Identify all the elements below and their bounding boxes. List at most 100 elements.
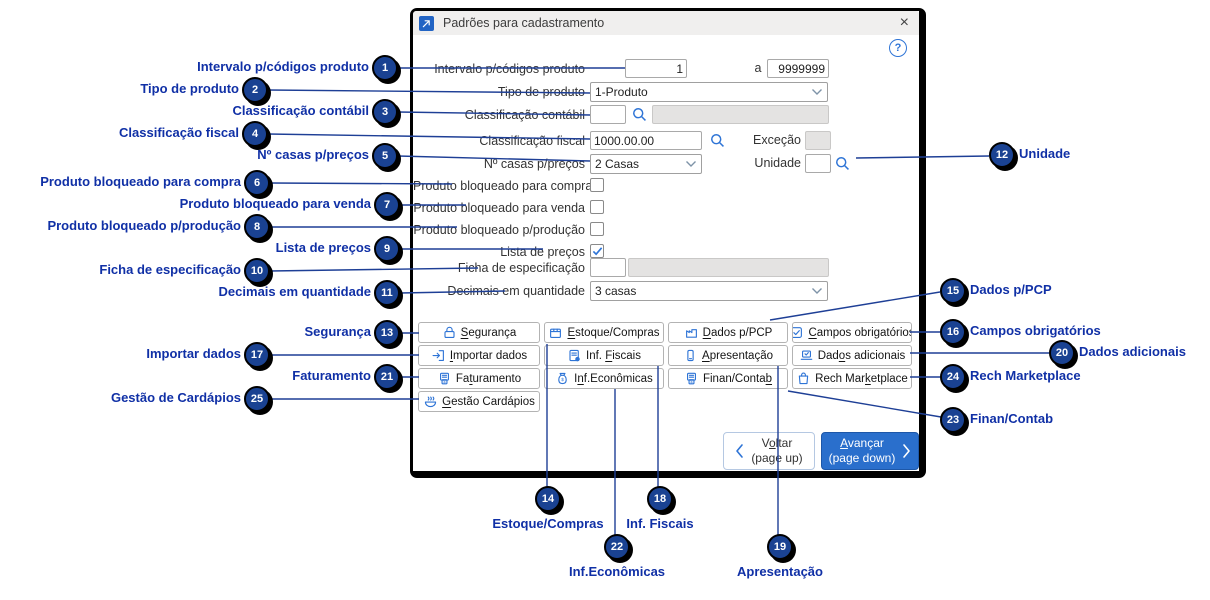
dados-adicionais-button[interactable]: Dados adicionais — [792, 345, 912, 366]
unidade-label: Unidade — [754, 156, 801, 170]
annotation-badge-21: 21 — [374, 364, 400, 390]
button-label: Dados adicionais — [817, 349, 906, 362]
bloqueado-venda-checkbox[interactable] — [590, 200, 604, 214]
button-label: Inf. Fiscais — [586, 349, 641, 362]
inf-fiscais-button[interactable]: Inf. Fiscais — [544, 345, 664, 366]
button-label: Finan/Contab — [702, 372, 773, 385]
annotation-label-10: Ficha de especificação — [99, 262, 241, 277]
inf-economicas-button[interactable]: $Inf.Econômicas — [544, 368, 664, 389]
close-icon[interactable]: × — [899, 14, 909, 31]
annotation-label-8: Produto bloqueado p/produção — [47, 218, 241, 233]
annotation-badge-24: 24 — [940, 364, 966, 390]
help-icon[interactable]: ? — [889, 39, 907, 57]
campos-obrigatorios-button[interactable]: Campos obrigatórios — [792, 322, 912, 343]
check-icon — [592, 247, 602, 256]
unidade-input[interactable] — [805, 154, 831, 173]
annotation-badge-6: 6 — [244, 170, 270, 196]
intervalo-to-input[interactable] — [767, 59, 829, 78]
annotation-label-3: Classificação contábil — [232, 103, 369, 118]
chevron-left-icon — [736, 444, 744, 458]
annotation-badge-3: 3 — [372, 99, 398, 125]
annotation-label-21: Faturamento — [292, 368, 371, 383]
decimais-quantidade-select[interactable]: 3 casas — [590, 281, 828, 301]
ficha-desc-input — [628, 258, 829, 277]
intervalo-row: Intervalo p/códigos produto a — [413, 59, 919, 79]
annotation-badge-10: 10 — [244, 258, 270, 284]
chevron-down-icon — [812, 89, 822, 95]
search-icon[interactable] — [631, 106, 648, 123]
classificacao-fiscal-row: Classificação fiscal Exceção — [413, 131, 919, 151]
import-icon — [431, 348, 446, 363]
seguranca-button[interactable]: Segurança — [418, 322, 540, 343]
annotation-badge-18: 18 — [647, 486, 673, 512]
annotation-label-2: Tipo de produto — [140, 81, 239, 96]
apresentacao-button[interactable]: Apresentação — [668, 345, 788, 366]
casas-precos-select[interactable]: 2 Casas — [590, 154, 702, 174]
gestao-cardapios-button[interactable]: Gestão Cardápios — [418, 391, 540, 412]
bloqueado-producao-label: Produto bloqueado p/produção — [413, 223, 585, 237]
avancar-sublabel: (page down) — [828, 451, 896, 465]
laptop-icon — [799, 348, 814, 363]
annotation-label-20: Dados adicionais — [1079, 344, 1186, 359]
annotation-badge-5: 5 — [372, 143, 398, 169]
classificacao-contabil-code-input[interactable] — [590, 105, 626, 124]
annotation-label-13: Segurança — [304, 324, 371, 339]
button-label: Gestão Cardápios — [442, 395, 535, 408]
annotation-badge-4: 4 — [242, 121, 268, 147]
annotation-badge-2: 2 — [242, 77, 268, 103]
ficha-especificacao-row: Ficha de especificação — [413, 258, 919, 278]
excecao-label: Exceção — [753, 133, 801, 147]
lista-precos-label: Lista de preços — [500, 245, 585, 259]
annotation-label-25: Gestão de Cardápios — [110, 390, 241, 405]
estoque-compras-button[interactable]: Estoque/Compras — [544, 322, 664, 343]
button-label: Faturamento — [455, 372, 522, 385]
button-label: Campos obrigatórios — [808, 326, 912, 339]
classificacao-contabil-label: Classificação contábil — [464, 108, 585, 122]
ficha-especificacao-label: Ficha de especificação — [457, 261, 585, 275]
bloqueado-compra-row: Produto bloqueado para compra — [413, 176, 919, 196]
phone-icon — [683, 348, 698, 363]
annotation-label-4: Classificação fiscal — [119, 125, 239, 140]
annotation-badge-14: 14 — [535, 486, 561, 512]
dados-pcp-button[interactable]: Dados p/PCP — [668, 322, 788, 343]
annotation-label-18: Inf. Fiscais — [626, 516, 694, 531]
classificacao-fiscal-label: Classificação fiscal — [479, 134, 585, 148]
annotation-badge-25: 25 — [244, 386, 270, 412]
bloqueado-venda-label: Produto bloqueado para venda — [413, 201, 585, 215]
classificacao-contabil-desc-input — [652, 105, 829, 124]
classificacao-fiscal-input[interactable] — [590, 131, 702, 150]
finan-contab-button[interactable]: $Finan/Contab — [668, 368, 788, 389]
rech-marketplace-button[interactable]: Rech Marketplace — [792, 368, 912, 389]
avancar-button[interactable]: Avançar(page down) — [821, 432, 919, 470]
intervalo-from-input[interactable] — [625, 59, 687, 78]
annotation-label-9: Lista de preços — [275, 240, 371, 255]
casas-precos-value: 2 Casas — [595, 157, 640, 171]
bloqueado-producao-checkbox[interactable] — [590, 222, 604, 236]
excecao-input — [805, 131, 831, 150]
annotation-badge-23: 23 — [940, 407, 966, 433]
annotation-badge-13: 13 — [374, 320, 400, 346]
decimais-quantidade-label: Decimais em quantidade — [447, 284, 585, 298]
bloqueado-compra-checkbox[interactable] — [590, 178, 604, 192]
annotation-label-15: Dados p/PCP — [970, 282, 1052, 297]
search-icon[interactable] — [709, 132, 726, 149]
ficha-code-input[interactable] — [590, 258, 626, 277]
importar-dados-button[interactable]: Importar dados — [418, 345, 540, 366]
dialog-padroes-cadastramento: Padrões para cadastramento × ? Intervalo… — [410, 8, 926, 478]
lista-precos-checkbox[interactable] — [590, 244, 604, 258]
svg-text:$: $ — [443, 379, 446, 384]
annotation-label-14: Estoque/Compras — [492, 516, 604, 531]
voltar-button[interactable]: Voltar(page up) — [723, 432, 815, 470]
faturamento-button[interactable]: $ Faturamento — [418, 368, 540, 389]
lock-icon — [442, 325, 457, 340]
annotation-badge-12: 12 — [989, 142, 1015, 168]
annotation-label-24: Rech Marketplace — [970, 368, 1081, 383]
invoice-icon: $ — [437, 371, 452, 386]
annotation-badge-1: 1 — [372, 55, 398, 81]
tipo-produto-select[interactable]: 1-Produto — [590, 82, 828, 102]
search-icon[interactable] — [834, 155, 851, 172]
annotation-label-11: Decimais em quantidade — [218, 284, 371, 299]
classificacao-contabil-row: Classificação contábil — [413, 105, 919, 125]
